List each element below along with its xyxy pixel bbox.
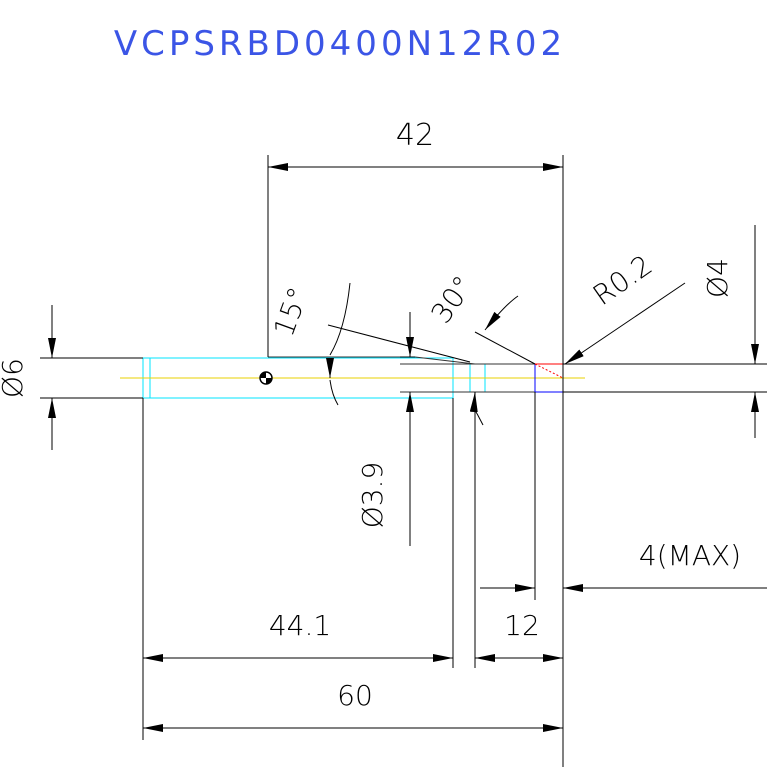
dim-42-label: 42	[396, 118, 434, 153]
dim-60-label: 60	[337, 679, 373, 712]
dim-30-label: 30°	[424, 270, 480, 330]
dim-15-angle	[326, 282, 471, 406]
dim-12-label: 12	[504, 609, 540, 642]
dim-dia3-9	[400, 312, 415, 546]
tool-neck-outline	[268, 356, 535, 393]
dim-r02-label: R0.2	[587, 248, 658, 312]
dim-44-1-label: 44.1	[269, 609, 331, 642]
dim-4max	[480, 392, 767, 600]
origin-marker	[259, 371, 273, 385]
dim-dia6-label: Ø6	[0, 358, 29, 398]
dim-r02	[564, 282, 686, 365]
dim-42	[267, 155, 564, 767]
dim-4max-label: 4(MAX)	[639, 539, 741, 572]
dim-dia3-9-label: Ø3.9	[356, 462, 389, 529]
dim-dia4	[563, 225, 767, 438]
dim-15-label: 15°	[267, 283, 315, 341]
dim-12	[474, 392, 563, 668]
dim-dia6	[40, 305, 143, 450]
dim-44-1	[142, 398, 454, 740]
dim-30-angle	[469, 295, 536, 426]
dim-dia4-label: Ø4	[701, 258, 734, 298]
part-number-title: VCPSRBD0400N12R02	[114, 24, 566, 64]
